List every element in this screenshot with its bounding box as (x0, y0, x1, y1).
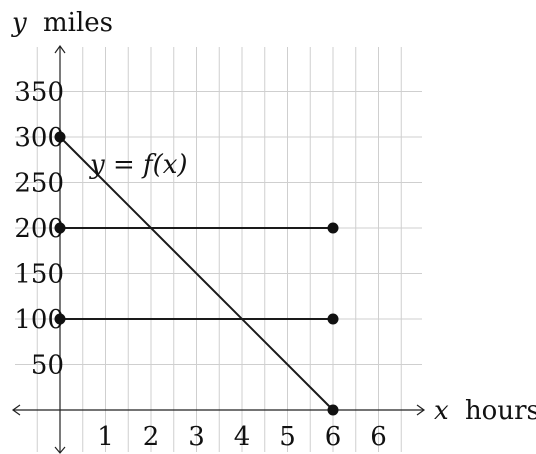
x-tick-label: 3 (188, 422, 205, 452)
y-tick-label: 250 (14, 169, 64, 199)
endpoint-dot (54, 222, 66, 234)
series-group (59, 136, 334, 411)
grid (15, 47, 422, 452)
curve-label: y = f(x) (89, 150, 188, 180)
axes (11, 44, 426, 454)
x-axis-label: x hours (434, 396, 536, 426)
x-tick-label: 6 (325, 422, 342, 452)
y-tick-label: 350 (14, 78, 64, 108)
endpoint-group (54, 131, 339, 416)
y-axis-unit: miles (43, 8, 113, 38)
x-axis-arrow-right (416, 404, 426, 416)
y-axis-arrow-top (54, 44, 66, 54)
x-axis-arrow-left (11, 404, 21, 416)
y-tick-label: 150 (14, 260, 64, 290)
x-tick-label: 1 (97, 422, 114, 452)
x-tick-label: 2 (143, 422, 160, 452)
endpoint-dot (327, 222, 339, 234)
line-f-of-x (59, 136, 334, 411)
x-axis-var: x (434, 396, 449, 426)
x-tick-label: 4 (234, 422, 251, 452)
endpoint-dot (327, 313, 339, 325)
y-axis-var: y (11, 8, 27, 38)
x-axis-unit: hours (465, 396, 536, 426)
x-tick-label: 5 (279, 422, 296, 452)
y-axis-arrow-bottom (54, 446, 66, 454)
endpoint-dot (54, 131, 66, 143)
x-tick-label: 6 (370, 422, 387, 452)
endpoint-dot (54, 313, 66, 325)
y-tick-label: 50 (31, 351, 64, 381)
y-axis-label: y miles (11, 8, 113, 38)
endpoint-dot (327, 404, 339, 416)
